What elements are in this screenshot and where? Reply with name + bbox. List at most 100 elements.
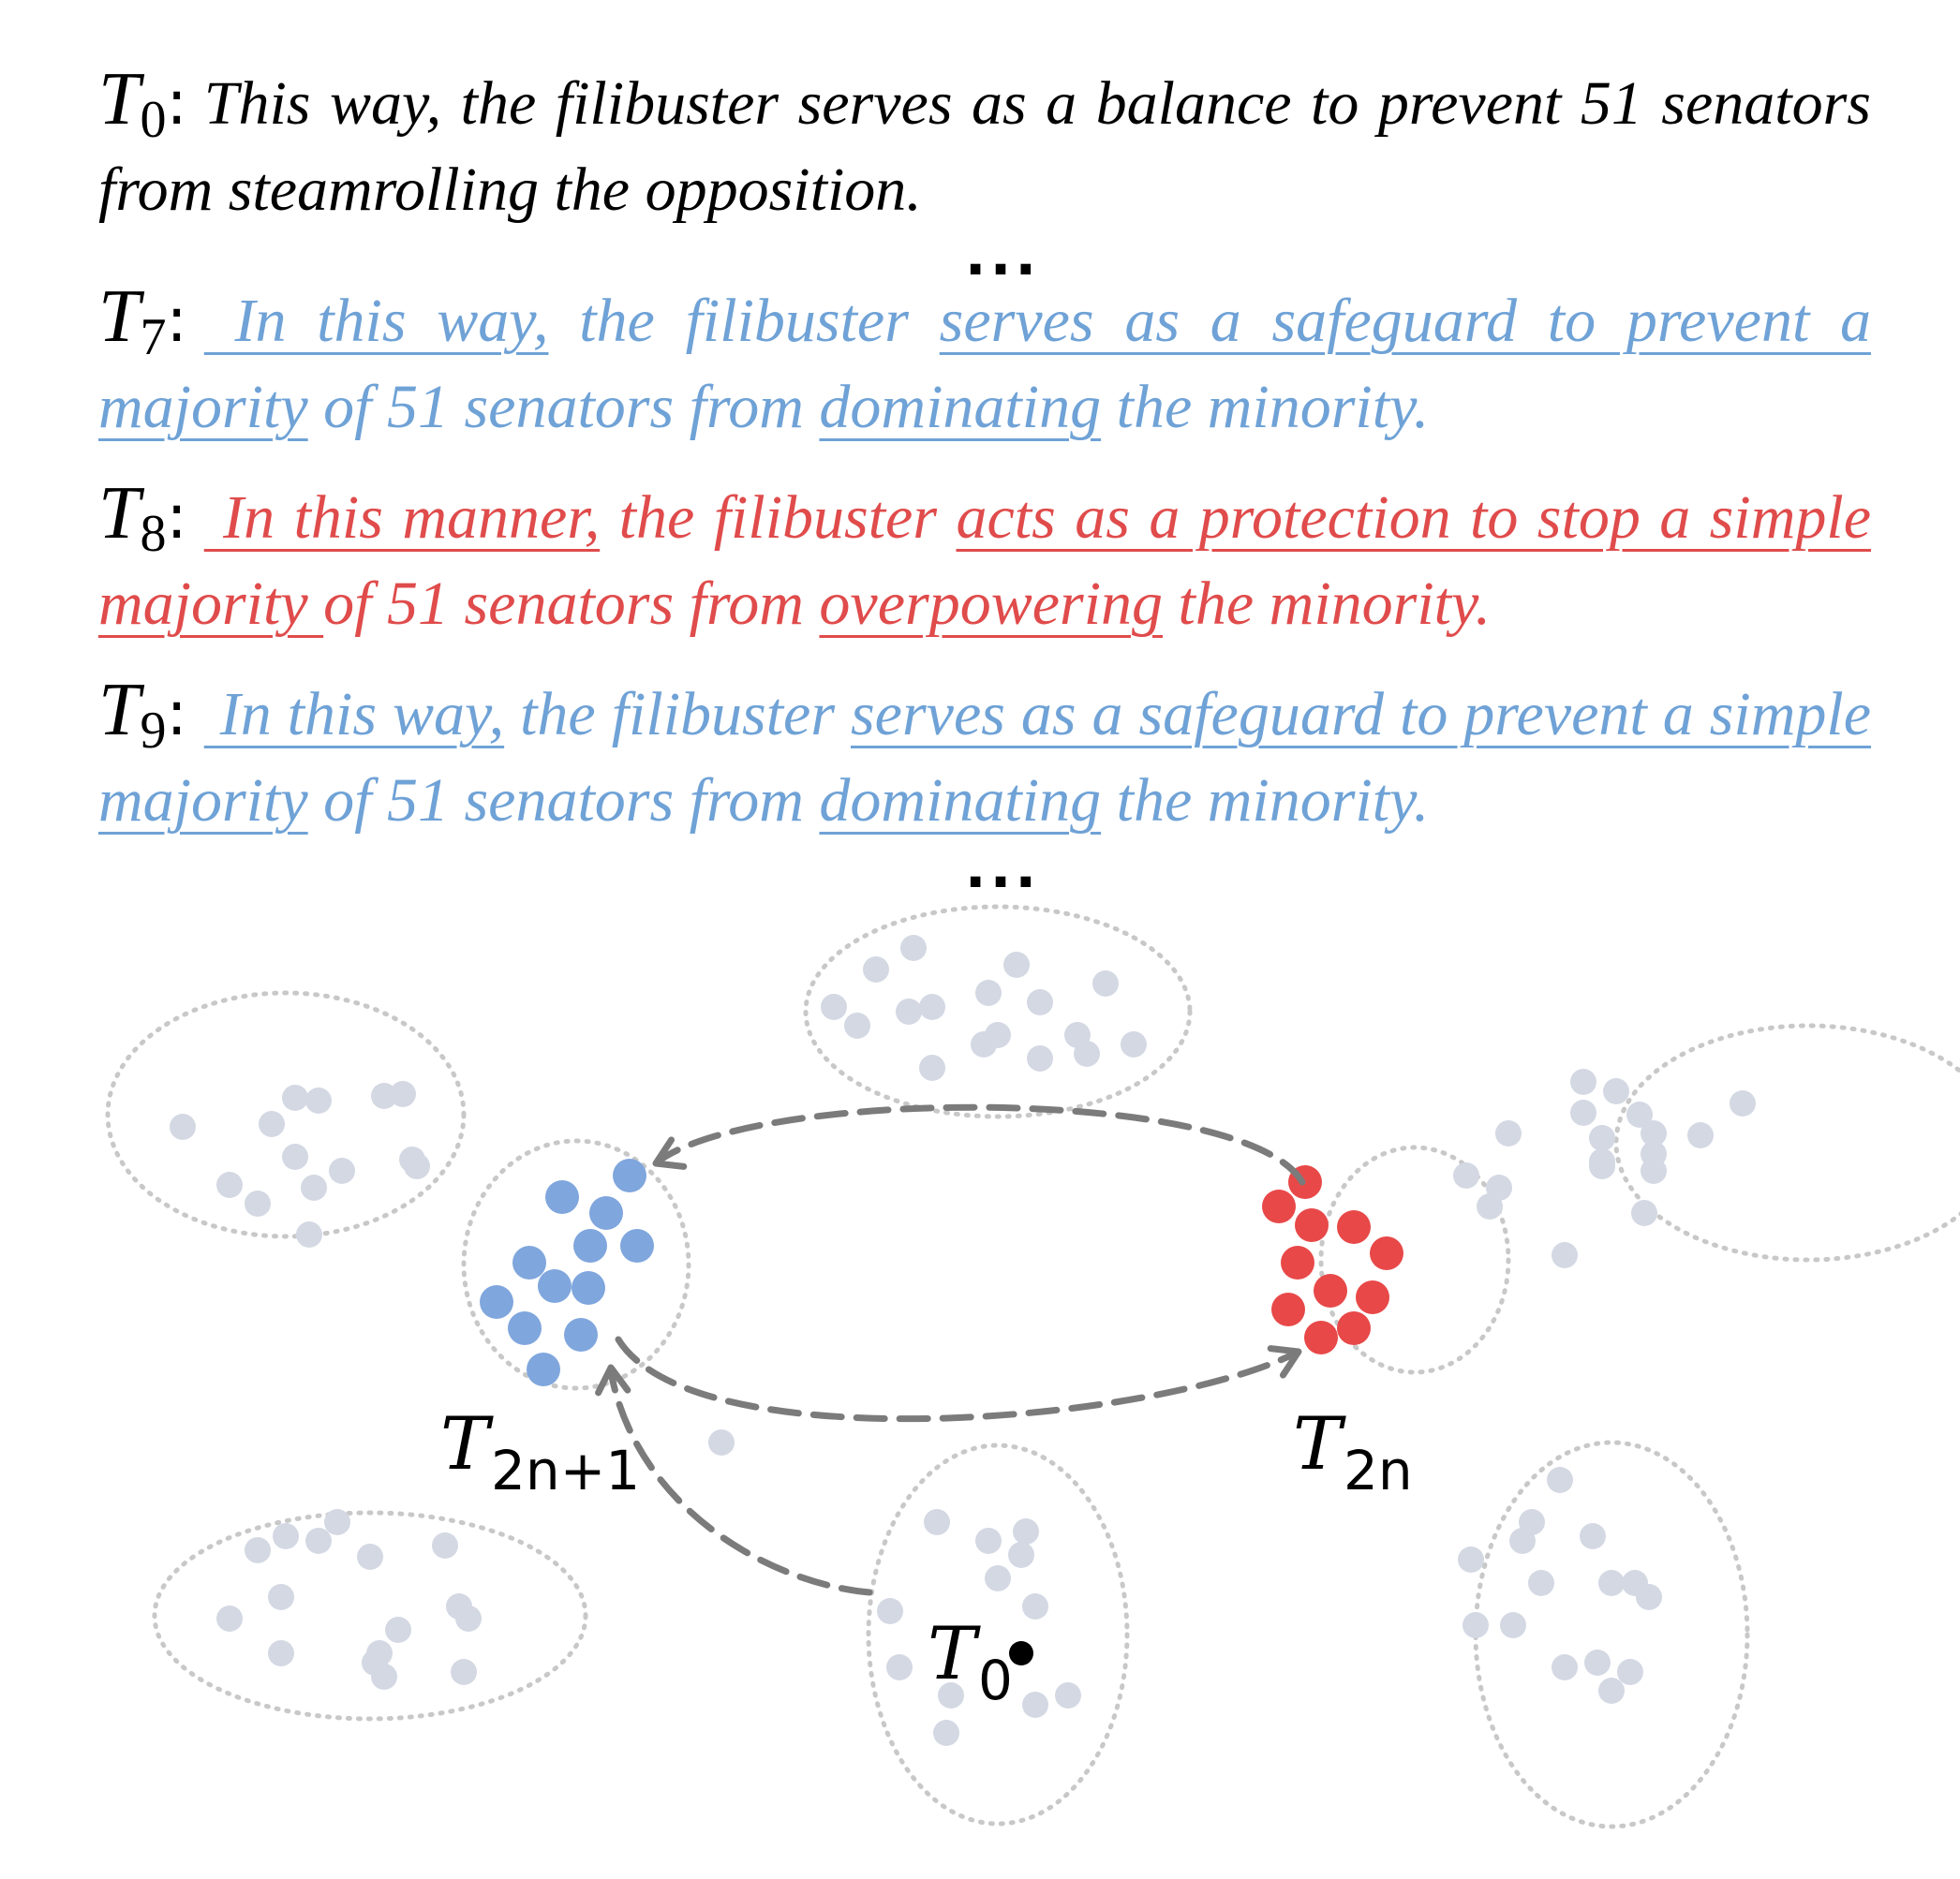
gray-point	[821, 994, 847, 1020]
cluster-outline	[461, 1138, 691, 1391]
gray-point	[432, 1532, 458, 1559]
arrow-head	[595, 1364, 631, 1397]
gray-point	[1477, 1193, 1503, 1220]
gray-point	[1598, 1570, 1625, 1596]
red-point	[1262, 1190, 1296, 1223]
text-segment: the minority.	[1101, 766, 1430, 835]
gray-point	[385, 1617, 411, 1643]
gray-point	[1027, 1045, 1053, 1072]
text-segment: the filibuster	[548, 287, 940, 355]
gray-point	[1074, 1041, 1100, 1067]
underlined-phrase: dominating	[819, 766, 1102, 835]
blue-point	[613, 1159, 646, 1192]
gray-point	[877, 1598, 903, 1624]
gray-point	[1570, 1069, 1596, 1095]
text-segment: of 51 senators from	[323, 570, 820, 638]
cluster-outline	[1613, 1023, 1960, 1263]
arrow-head	[1267, 1345, 1302, 1379]
gray-point	[1589, 1153, 1615, 1179]
gray-point	[1584, 1650, 1611, 1676]
gray-point	[1013, 1518, 1039, 1545]
label-base: T	[98, 275, 141, 358]
dashed-arrow	[657, 1103, 1306, 1186]
gray-point	[1055, 1682, 1081, 1709]
text-segment: the minority.	[1101, 373, 1430, 441]
underlined-phrase: serves as a safeguard to prevent a simpl…	[98, 680, 1871, 835]
red-point	[1271, 1293, 1305, 1326]
label-t0: T0	[928, 1612, 1013, 1712]
passage-label: T0:	[98, 58, 187, 146]
cluster-outline	[866, 1443, 1130, 1827]
label-subscript: 9	[140, 702, 167, 760]
gray-point	[1598, 1678, 1625, 1704]
gray-point	[1495, 1120, 1522, 1147]
gray-point	[1008, 1542, 1034, 1568]
text-segment: the filibuster	[600, 483, 957, 552]
gray-point	[305, 1087, 332, 1114]
gray-point	[1458, 1546, 1484, 1573]
underlined-phrase: serves as a safeguard to prevent a major…	[98, 287, 1872, 441]
red-point	[1337, 1311, 1371, 1345]
text-segment: the minority.	[1163, 570, 1492, 638]
text-segment: of 51 senators from	[307, 766, 820, 835]
gray-point	[1552, 1242, 1578, 1268]
ellipsis-bottom: ...	[964, 836, 1041, 901]
gray-point	[301, 1175, 327, 1201]
gray-point	[296, 1221, 322, 1248]
passage-label: T7:	[98, 275, 187, 363]
underlined-phrase: In this manner,	[203, 483, 601, 552]
cluster-outline	[105, 990, 467, 1239]
label-colon: :	[166, 677, 187, 749]
gray-point	[1547, 1467, 1573, 1493]
gray-point	[1603, 1078, 1629, 1104]
blue-point	[573, 1229, 607, 1263]
start-point	[1009, 1641, 1033, 1665]
blue-point	[538, 1269, 572, 1303]
gray-point	[268, 1584, 294, 1610]
transition-arrows	[595, 1103, 1306, 1596]
gray-point	[273, 1523, 299, 1549]
cluster-outlines	[105, 904, 1960, 1829]
gray-point	[1509, 1528, 1536, 1554]
gray-point	[971, 1031, 997, 1058]
blue-point	[545, 1180, 579, 1214]
text-segment: the filibuster	[504, 680, 851, 748]
underlined-phrase: dominating	[819, 373, 1102, 441]
gray-point	[886, 1654, 913, 1680]
gray-point	[259, 1111, 285, 1137]
label-t2n: T2n	[1293, 1402, 1413, 1502]
gray-point	[1636, 1584, 1662, 1610]
passage-label: T8:	[98, 472, 187, 560]
gray-point	[245, 1191, 271, 1217]
label-subscript: 0	[140, 91, 167, 149]
gray-point	[924, 1509, 950, 1535]
gray-point	[938, 1682, 964, 1709]
red-point	[1370, 1236, 1403, 1270]
gray-point	[404, 1153, 430, 1179]
gray-point	[975, 1528, 1002, 1554]
gray-point	[933, 1720, 959, 1746]
red-point	[1337, 1210, 1371, 1244]
red-point	[1295, 1208, 1329, 1242]
blue-point	[572, 1271, 605, 1305]
red-point	[1304, 1321, 1338, 1354]
gray-point	[1641, 1120, 1667, 1147]
passage-t0: T0:This way, the filibuster serves as a …	[98, 56, 1871, 233]
label-base: T	[98, 669, 141, 751]
gray-point	[1626, 1102, 1653, 1128]
gray-point	[863, 956, 889, 983]
diagram-labels: T2n+1 T2n T0	[440, 1402, 1413, 1712]
gray-point	[1022, 1692, 1048, 1718]
text-segment: This way, the filibuster serves as a bal…	[98, 69, 1871, 224]
arrow-head	[652, 1136, 688, 1170]
gray-point	[282, 1085, 308, 1111]
gray-point	[975, 980, 1002, 1006]
red-point	[1281, 1246, 1314, 1280]
gray-point	[1463, 1612, 1489, 1638]
gray-point	[216, 1172, 243, 1198]
label-subscript: 8	[140, 505, 167, 563]
underlined-phrase: overpowering	[819, 570, 1164, 638]
passage-t9: T9: In this way, the filibuster serves a…	[98, 667, 1871, 844]
dashed-arrow	[615, 1336, 1299, 1423]
